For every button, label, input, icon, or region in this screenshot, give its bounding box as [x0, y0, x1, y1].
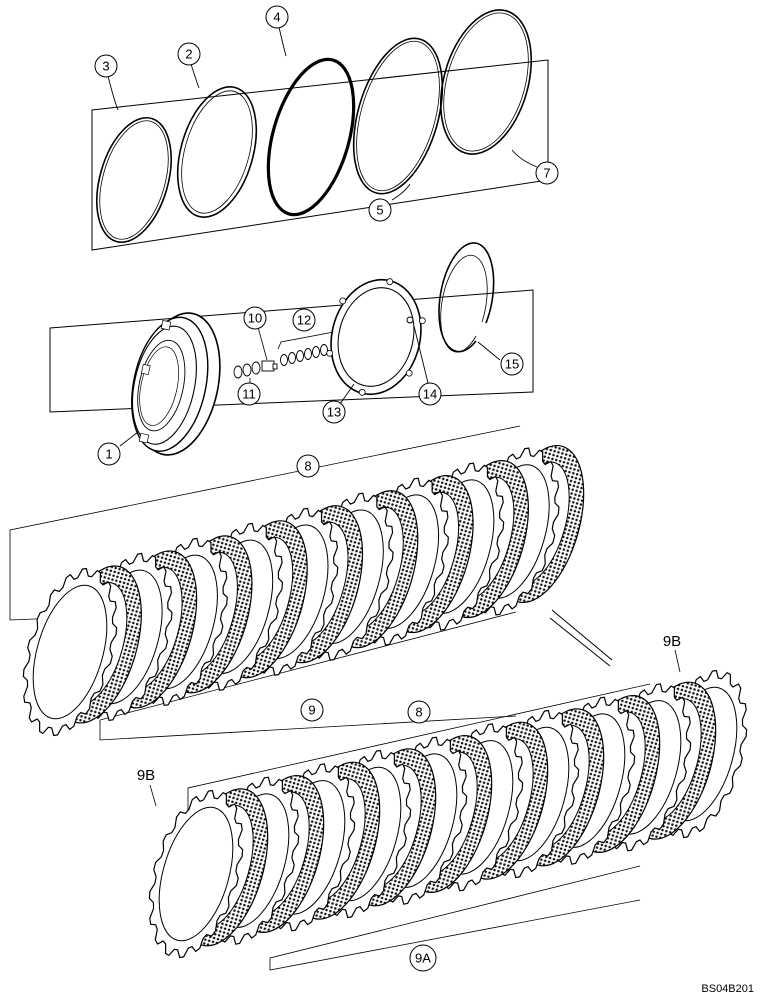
callout-14: 14 [418, 382, 442, 406]
label-9b-bottom: 9B [137, 767, 157, 807]
callout-10: 10 [243, 306, 267, 330]
svg-text:9B: 9B [137, 767, 155, 784]
callout-11: 11 [237, 382, 261, 406]
callout-7: 7 [535, 161, 559, 185]
svg-text:14: 14 [423, 387, 437, 402]
svg-text:13: 13 [327, 405, 341, 420]
svg-text:11: 11 [242, 387, 256, 402]
svg-text:7: 7 [543, 166, 550, 181]
steel-separator-plate [22, 567, 118, 737]
callout-1: 1 [97, 442, 121, 466]
svg-text:1: 1 [105, 447, 112, 462]
clutch-housing [131, 312, 221, 456]
callout-13: 13 [322, 400, 346, 424]
drawing-reference-code: BS04B201 [701, 983, 754, 995]
label-9b-top: 9B [663, 633, 681, 673]
callout-4: 4 [265, 5, 289, 29]
callout-3: 3 [94, 54, 118, 78]
svg-text:12: 12 [297, 313, 311, 328]
callout-12: 12 [292, 308, 316, 332]
svg-text:8: 8 [415, 705, 422, 720]
retainer-plate [326, 278, 426, 396]
svg-text:5: 5 [376, 203, 383, 218]
svg-text:9B: 9B [663, 633, 681, 650]
callout-8-lower: 8 [407, 700, 431, 724]
upper-pack-inner-bracket [99, 611, 517, 741]
piston-assembly-group: 1 10 11 12 13 14 15 [49, 242, 534, 466]
svg-text:3: 3 [102, 59, 109, 74]
seal-ring-4 [266, 57, 356, 217]
callout-8-upper: 8 [296, 454, 320, 478]
seal-rings-group: 3 2 4 5 7 [91, 5, 559, 251]
callout-2: 2 [177, 42, 201, 66]
check-valve-stack [233, 344, 328, 379]
seal-ring-5 [352, 37, 444, 195]
seal-ring-2 [176, 86, 258, 218]
callout-5: 5 [368, 198, 392, 222]
svg-text:9: 9 [308, 703, 315, 718]
steel-separator-plate [148, 789, 244, 959]
lower-pack-inner-bracket [269, 865, 641, 971]
svg-text:4: 4 [273, 10, 280, 25]
svg-text:10: 10 [248, 311, 262, 326]
lower-clutch-pack: 8 9A 9B [137, 669, 748, 972]
callout-15: 15 [500, 352, 524, 376]
check-ball [406, 316, 414, 324]
seal-rings-bracket [91, 59, 549, 251]
seal-ring-3 [96, 116, 172, 244]
svg-text:15: 15 [505, 357, 519, 372]
seal-ring-7 [439, 9, 533, 155]
upper-clutch-pack: 8 9 9B [9, 425, 681, 741]
callout-9: 9 [300, 698, 324, 722]
svg-text:2: 2 [185, 47, 192, 62]
callout-9a: 9A [409, 944, 437, 972]
svg-text:9A: 9A [415, 951, 431, 966]
snap-ring [438, 242, 495, 353]
svg-text:8: 8 [304, 459, 311, 474]
